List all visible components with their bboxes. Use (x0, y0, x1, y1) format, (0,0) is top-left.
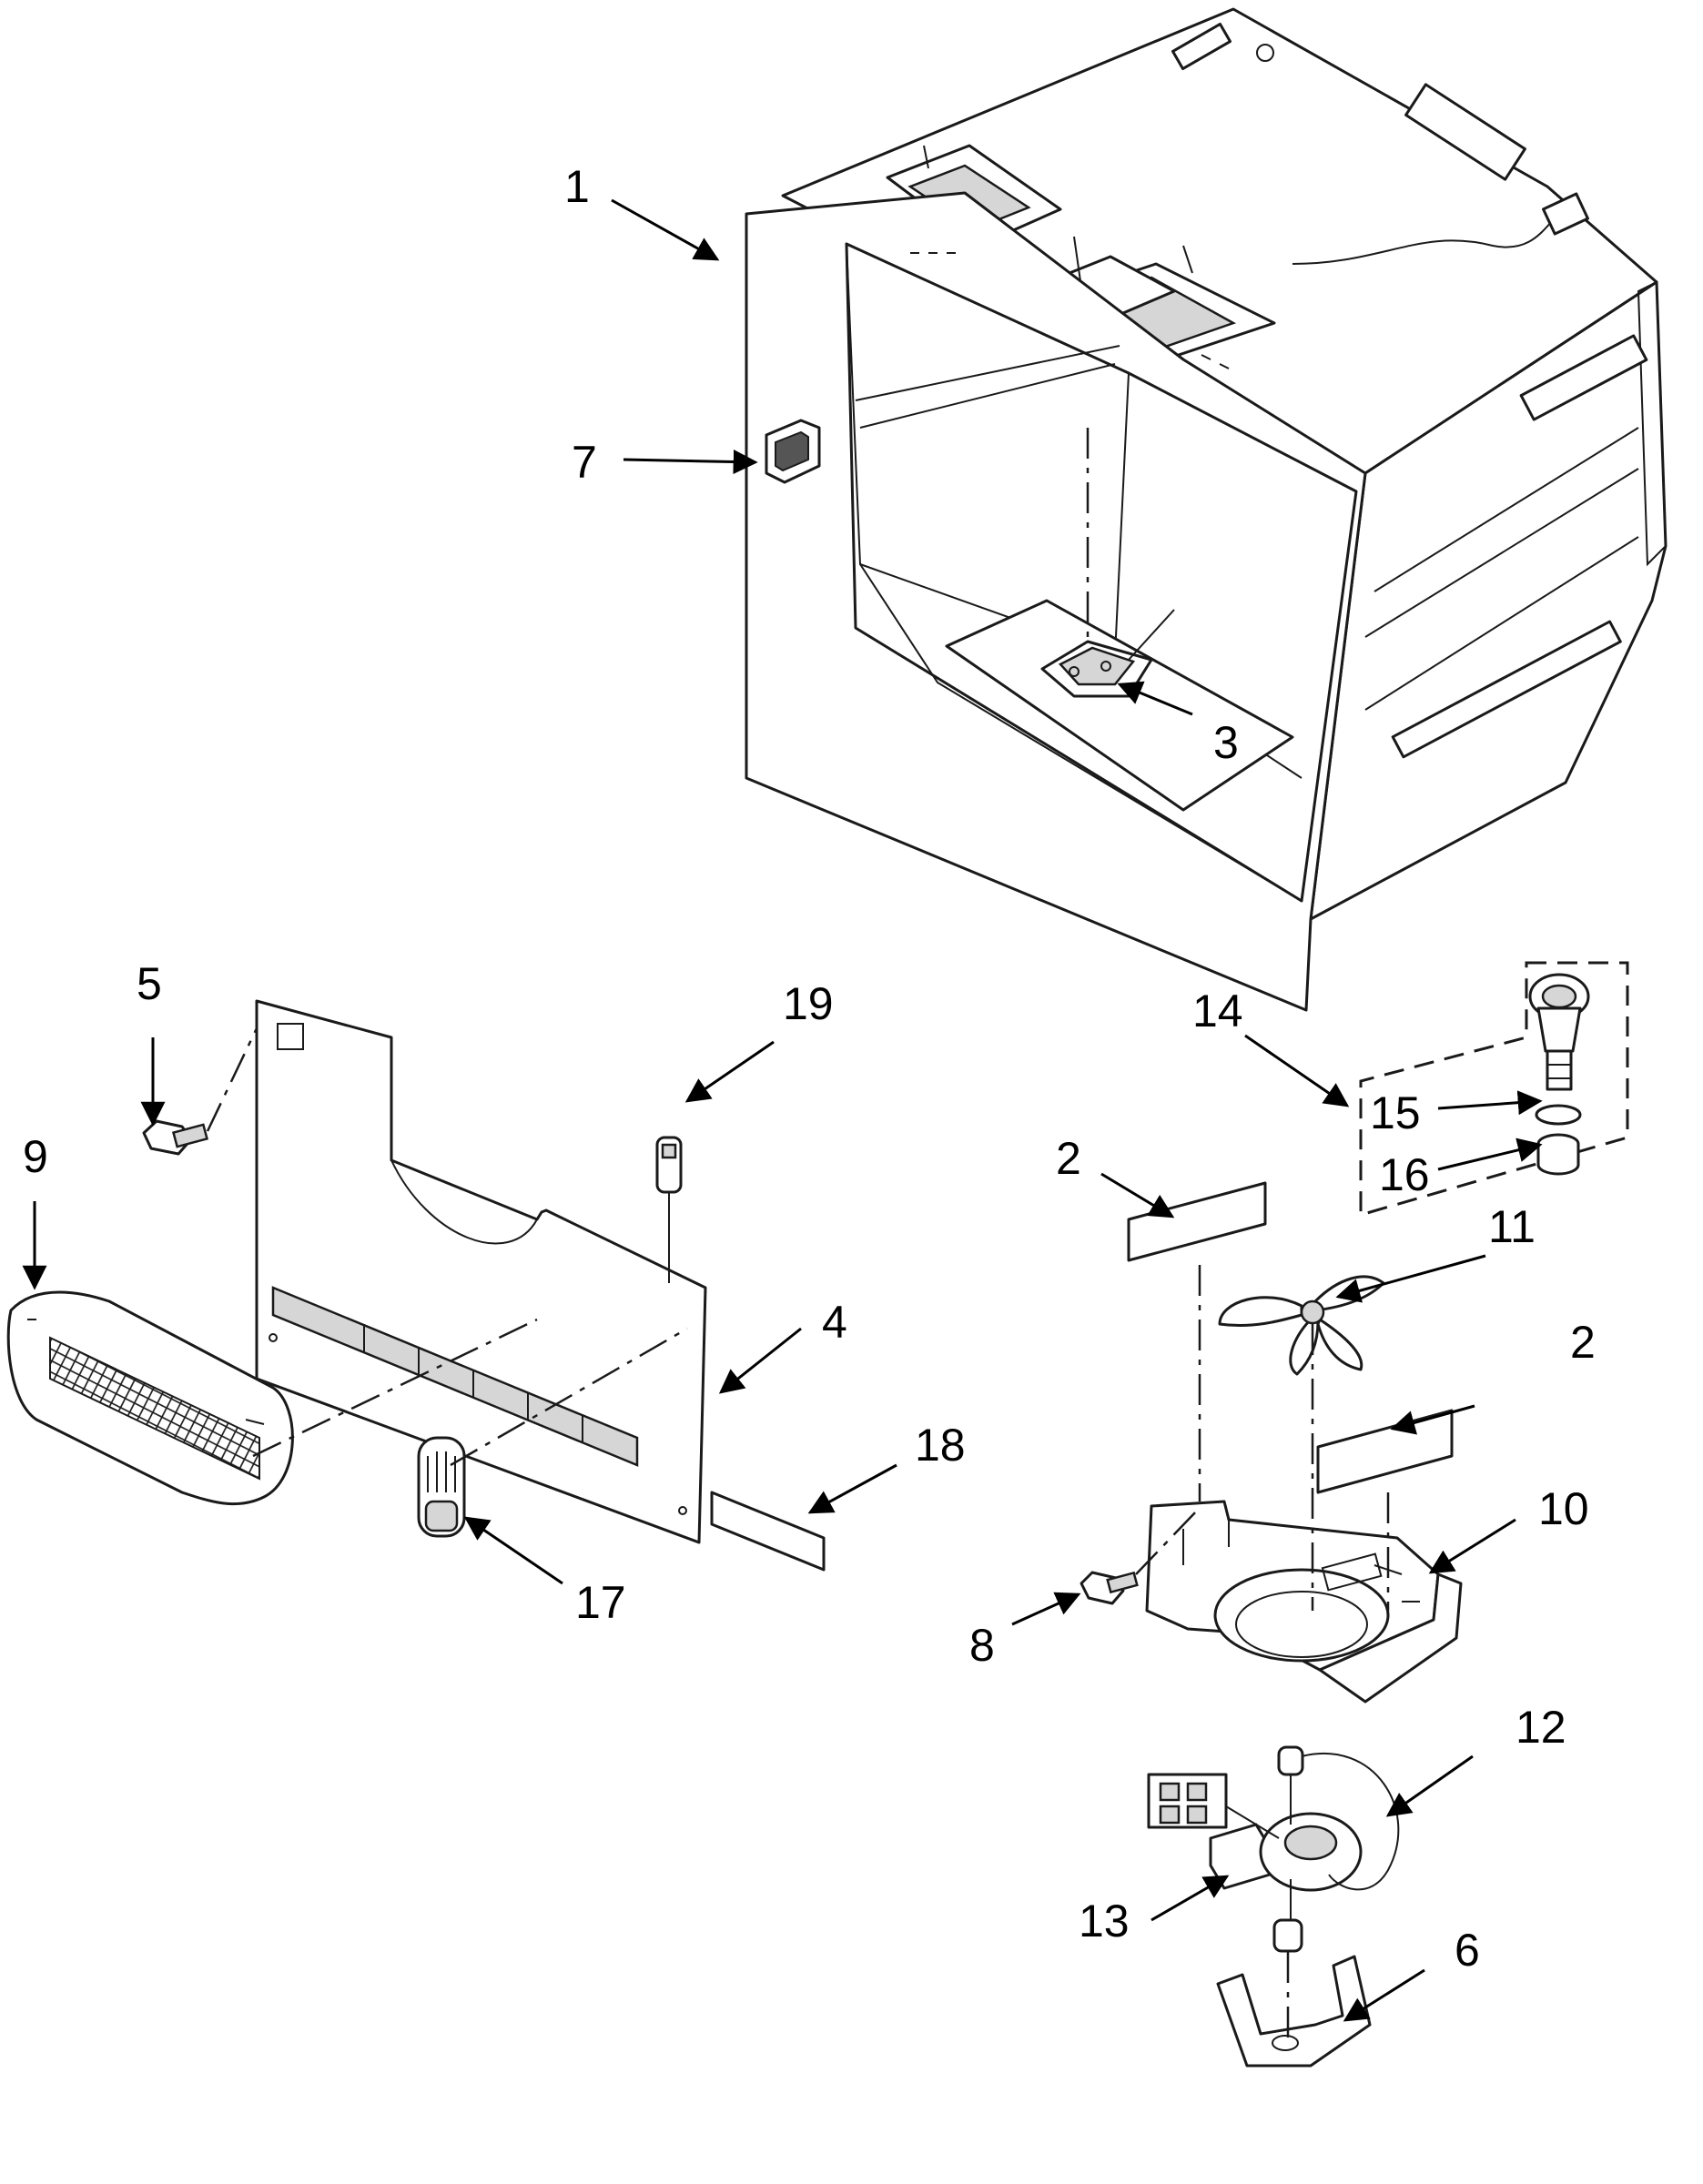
gasket-strip-part-18 (710, 1491, 826, 1572)
freezer-liner-assembly (745, 7, 1668, 1012)
callout-19: 19 (783, 978, 834, 1029)
callout-labels: 1 7 3 5 19 9 14 15 16 2 11 4 2 18 10 8 1… (23, 161, 1596, 1976)
foam-block-part-2-lower (1316, 1409, 1454, 1494)
callout-2-upper: 2 (1056, 1133, 1081, 1184)
wire-harness-part-12 (1147, 1752, 1400, 1891)
callout-15: 15 (1370, 1087, 1421, 1138)
fan-motor-part-13 (1209, 1745, 1363, 1953)
callout-11: 11 (1488, 1201, 1536, 1252)
foam-block-part-2-upper (1127, 1181, 1267, 1262)
door-switch-part-7 (765, 419, 821, 484)
callout-2-lower: 2 (1570, 1317, 1596, 1368)
sensor-cover-part-17 (417, 1436, 466, 1538)
callout-4: 4 (822, 1297, 847, 1348)
callout-16: 16 (1379, 1149, 1430, 1200)
callout-leaders (22, 198, 1543, 2022)
callout-5: 5 (137, 958, 162, 1009)
callout-9: 9 (23, 1131, 48, 1182)
thermistor-part-19 (655, 1136, 683, 1283)
cap-part-16 (1536, 1133, 1580, 1176)
fan-housing-part-10 (1145, 1500, 1463, 1704)
screw-part-5 (142, 1027, 258, 1156)
o-ring-part-15 (1535, 1104, 1582, 1126)
callout-6: 6 (1455, 1925, 1480, 1976)
callout-13: 13 (1079, 1896, 1130, 1946)
rear-panel-part-4 (255, 999, 707, 1544)
bracket-part-6 (1216, 1955, 1372, 2068)
drain-fitting (1528, 973, 1590, 1091)
callout-10: 10 (1538, 1483, 1589, 1534)
callout-18: 18 (915, 1420, 966, 1471)
kit-box-part-14 (1359, 961, 1629, 1217)
callout-12: 12 (1515, 1702, 1566, 1753)
callout-1: 1 (564, 161, 590, 212)
callout-8: 8 (969, 1620, 995, 1671)
callout-7: 7 (572, 437, 597, 488)
screw-part-8 (1080, 1510, 1198, 1605)
callout-14: 14 (1192, 986, 1243, 1036)
callout-3: 3 (1213, 717, 1239, 768)
callout-17: 17 (575, 1577, 626, 1628)
grille-part-9 (6, 1290, 294, 1506)
